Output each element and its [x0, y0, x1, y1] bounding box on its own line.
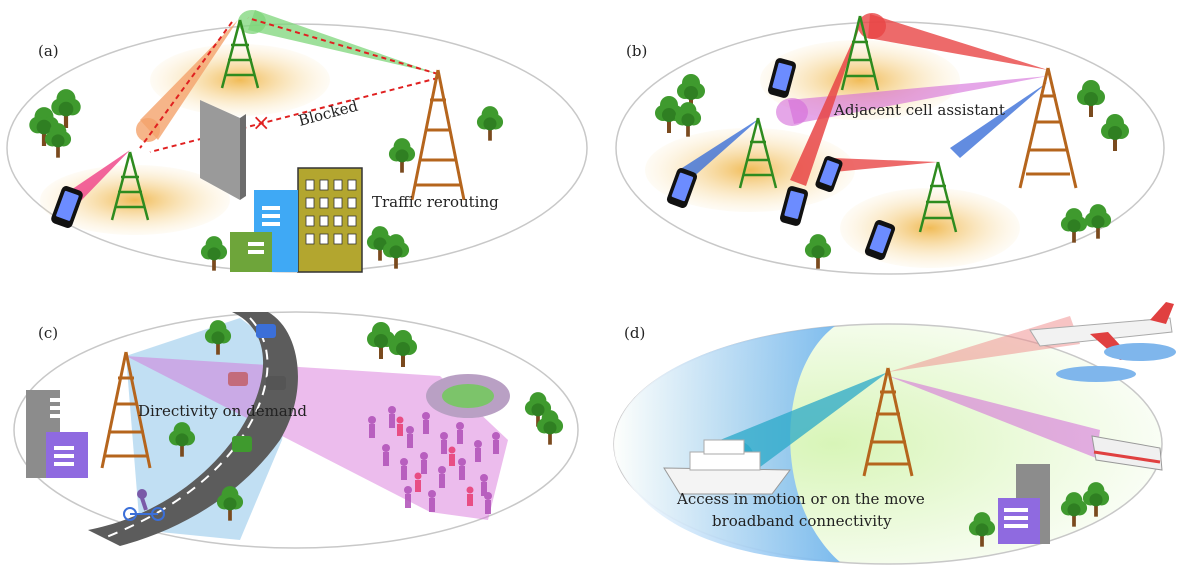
panel-a-green-beam: [248, 10, 438, 74]
panel-a-pink-beam: [68, 150, 130, 206]
panel-c-caption: Directivity on demand: [138, 402, 307, 420]
train-icon: [1091, 435, 1163, 471]
panel-b-red-beam-diagonal: [790, 20, 862, 186]
panel-a-label: (a): [38, 42, 59, 60]
panel-d-cyan-beam: [720, 372, 888, 476]
cloud-icon: [1056, 343, 1176, 382]
panel-d-label: (d): [624, 324, 645, 342]
panel-b-macro-tower: [1018, 67, 1078, 189]
panel-b-small-tower-top: [840, 15, 880, 91]
panel-b: (b) Adjacent cell assistant: [615, 13, 1165, 275]
blocked-x-icon: ×: [252, 111, 270, 136]
panel-c-road: [88, 312, 298, 546]
panel-a-reroute-arrow-2: [139, 21, 233, 149]
panel-b-coverage-right: [840, 188, 1020, 268]
car-icon: [256, 324, 276, 338]
panel-b-small-tower-right: [918, 161, 958, 233]
panel-d-macro-tower: [862, 367, 914, 477]
bus-icon: [232, 436, 252, 452]
panel-b-blue-beam-right: [950, 82, 1048, 158]
panel-a-small-tower-bottom: [110, 151, 150, 221]
panel-d: (d) Access in motion or on the move broa…: [613, 302, 1176, 565]
ship-icon: [663, 439, 791, 495]
panel-a-reroute-arrow-1: [247, 17, 439, 75]
panel-a-macro-tower: [410, 69, 466, 201]
panel-a-coverage-top: [150, 44, 330, 116]
panel-a-obstacle-wall: [200, 100, 240, 200]
panel-c-label: (c): [38, 324, 58, 342]
panel-d-magenta-beam: [888, 376, 1100, 458]
crowd-icon: [368, 406, 500, 514]
car-icon: [266, 376, 286, 390]
motorcycle-icon: [123, 489, 165, 521]
panel-d-caption-line1: Access in motion or on the move: [676, 490, 925, 508]
panel-c: (c) Directivity on demand: [13, 311, 579, 549]
panel-a-small-tower-top: [220, 19, 260, 89]
panel-b-blue-beam-left: [682, 118, 760, 180]
panel-b-red-beam-top: [868, 14, 1048, 70]
panel-b-caption: Adjacent cell assistant: [833, 101, 1005, 119]
panel-d-caption-line2: broadband connectivity: [712, 512, 892, 530]
panel-b-label: (b): [626, 42, 647, 60]
panel-a: ×: [6, 10, 588, 273]
panel-b-small-tower-left: [738, 117, 778, 189]
panel-a-caption: Traffic rerouting: [372, 193, 499, 211]
panel-a-blocked-link: [149, 77, 439, 153]
car-icon: [228, 372, 248, 386]
panel-b-red-beam-mid: [832, 158, 938, 172]
panel-c-macro-tower: [100, 351, 152, 469]
panel-c-blue-beam: [126, 318, 296, 540]
panel-c-magenta-beam: [126, 356, 508, 520]
panel-d-building-purple: [998, 498, 1040, 544]
panel-b-magenta-beam: [788, 76, 1048, 124]
